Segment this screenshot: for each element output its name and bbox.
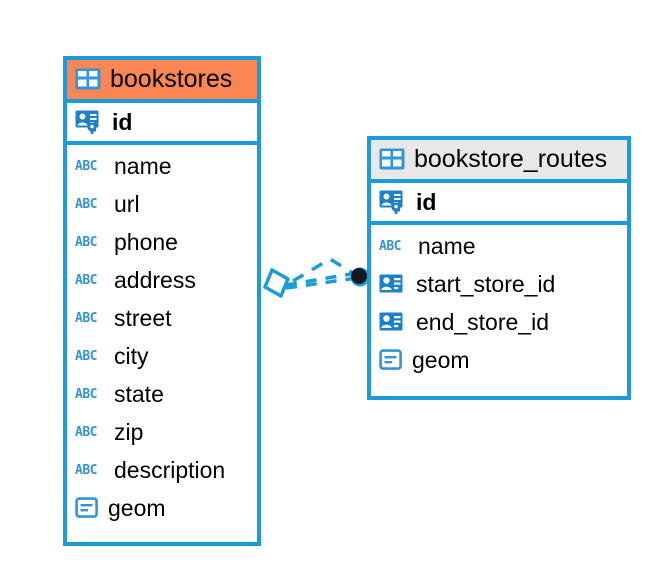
field-row-geom[interactable]: geom [371,341,627,379]
field-row-geom[interactable]: geom [67,489,257,527]
primary-key-section-bookstore-routes: id [371,183,627,226]
geometry-icon [379,349,402,371]
field-label-name: name [114,152,172,179]
abc-text-icon: ABC [75,158,97,174]
field-label-id: id [416,188,437,215]
field-row-phone[interactable]: ABC phone [67,223,257,261]
field-label-street: street [114,304,172,331]
primary-key-icon [75,110,99,135]
abc-text-icon: ABC [75,310,97,326]
field-row-url[interactable]: ABC url [67,185,257,223]
abc-text-icon: ABC [75,272,97,288]
table-icon [75,68,101,90]
field-label-geom: geom [412,346,470,373]
entity-title-bookstore-routes: bookstore_routes [414,145,608,173]
field-row-street[interactable]: ABC street [67,299,257,337]
field-row-end-store-id[interactable]: end_store_id [371,303,627,341]
field-row-id[interactable]: id [371,183,627,221]
field-row-id[interactable]: id [67,103,257,141]
field-label-phone: phone [114,228,178,255]
field-row-start-store-id[interactable]: start_store_id [371,265,627,303]
field-row-name[interactable]: ABC name [371,227,627,265]
field-label-geom: geom [108,494,166,521]
foreign-key-icon [379,312,403,331]
field-row-address[interactable]: ABC address [67,261,257,299]
abc-text-icon: ABC [75,424,97,440]
field-label-start-store-id: start_store_id [416,270,556,297]
relationship-line-middle [285,276,358,290]
abc-text-icon: ABC [75,462,97,478]
entity-bookstore-routes[interactable]: bookstore_routes i [367,136,631,400]
table-icon [379,148,405,170]
geometry-icon [75,497,98,519]
field-label-city: city [114,342,149,369]
abc-text-icon: ABC [75,234,97,250]
primary-key-section-bookstores: id [67,103,257,146]
field-label-end-store-id: end_store_id [416,308,549,335]
abc-text-icon: ABC [75,348,97,364]
field-row-city[interactable]: ABC city [67,337,257,375]
field-label-description: description [114,456,226,483]
entity-bookstores[interactable]: bookstores id [63,56,261,546]
abc-text-icon: ABC [379,238,401,254]
field-row-zip[interactable]: ABC zip [67,413,257,451]
entity-header-bookstores[interactable]: bookstores [67,60,257,104]
relationship-line-arc [292,256,357,283]
field-label-url: url [114,190,140,217]
fields-list-bookstore-routes: ABC name start_store_id [371,225,627,381]
field-label-name: name [418,232,476,259]
relationship-line-upper [285,271,358,287]
fields-list-bookstores: ABC name ABC url ABC phone ABC address A… [67,145,257,529]
field-label-address: address [114,266,196,293]
foreign-key-icon [379,274,403,293]
primary-key-icon [379,190,403,215]
field-row-description[interactable]: ABC description [67,451,257,489]
field-row-name[interactable]: ABC name [67,147,257,185]
entity-title-bookstores: bookstores [110,65,233,93]
field-label-zip: zip [114,418,144,445]
abc-text-icon: ABC [75,196,97,212]
field-row-state[interactable]: ABC state [67,375,257,413]
abc-text-icon: ABC [75,386,97,402]
diamond-marker [263,268,290,298]
field-label-id: id [112,108,133,135]
field-label-state: state [114,380,164,407]
entity-header-bookstore-routes[interactable]: bookstore_routes [371,140,627,184]
